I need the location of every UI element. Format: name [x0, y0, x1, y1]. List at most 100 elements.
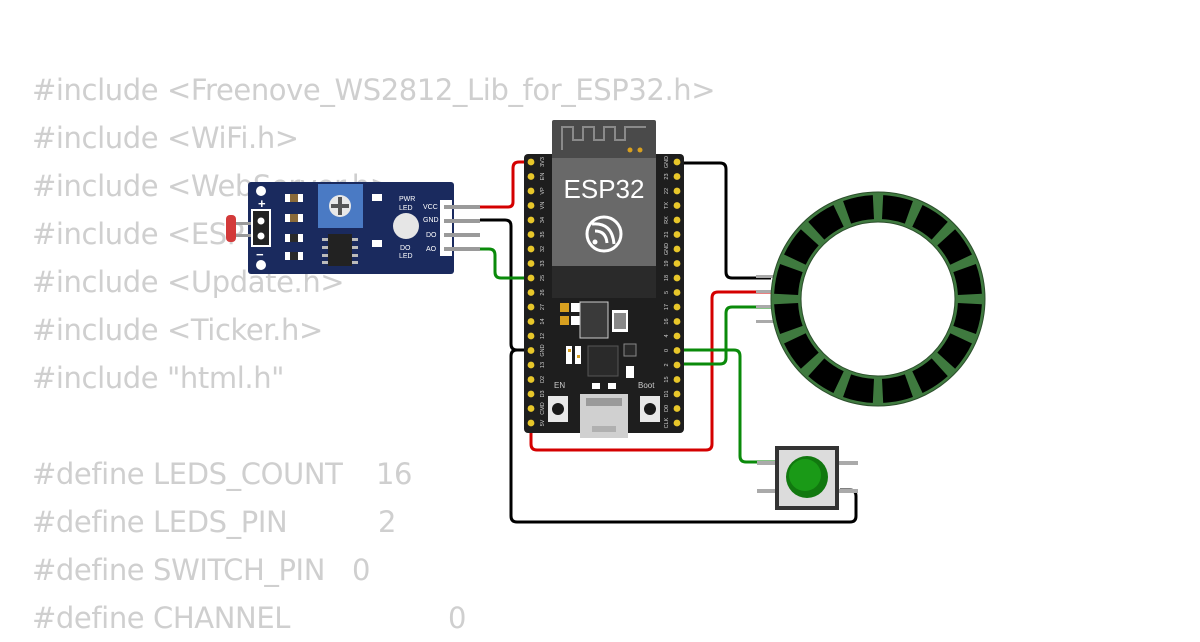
ring-leds: [774, 195, 982, 403]
esp32-pin-26[interactable]: [527, 289, 535, 296]
esp32-pin-label: 16: [664, 318, 670, 324]
esp32-pin-label: 33: [540, 260, 546, 266]
esp32-pin-15[interactable]: [673, 376, 681, 383]
esp32-pin-label: GND: [540, 344, 546, 356]
wire-sensor-gnd-to-esp-gnd[interactable]: [480, 218, 531, 352]
ring-led: [784, 333, 819, 369]
esp32-pin-19[interactable]: [673, 260, 681, 267]
esp32-pin-gnd[interactable]: [673, 158, 681, 166]
esp32-pin-2[interactable]: [673, 361, 681, 369]
esp32-pin-label: 34: [540, 217, 546, 223]
esp32-pin-13[interactable]: [527, 361, 535, 369]
push-button[interactable]: [757, 446, 858, 510]
code-text: #include <Ticker.h>: [32, 313, 323, 347]
define-name: #define CHANNEL: [32, 601, 291, 635]
esp32-pin-d3[interactable]: [527, 390, 535, 398]
comparator-chip: [328, 234, 352, 266]
esp32-pin-12[interactable]: [527, 332, 535, 340]
esp32-pin-rx[interactable]: [673, 216, 681, 224]
ring-pin-dout[interactable]: [756, 320, 776, 323]
esp32-pin-label: 23: [664, 173, 670, 179]
define-value: 0: [448, 601, 467, 635]
ring-led: [774, 264, 803, 296]
esp32-pin-34[interactable]: [527, 216, 535, 224]
esp32-pin-vp[interactable]: [527, 187, 535, 195]
esp32-pin-clk[interactable]: [673, 419, 681, 427]
esp32-pin-label: D2: [540, 376, 546, 383]
esp32-pin-tx[interactable]: [673, 202, 681, 209]
ring-pin-gnd[interactable]: [756, 275, 776, 278]
esp32-pin-32[interactable]: [527, 245, 535, 253]
code-text: #include <Update.h>: [32, 265, 345, 299]
usb-opening-icon: [592, 426, 616, 432]
sensor-pin-gnd-label: GND: [423, 217, 439, 224]
esp32-pin-14[interactable]: [527, 318, 535, 325]
ring-pin-din[interactable]: [756, 305, 776, 308]
push-button-leg-1: [757, 461, 777, 465]
photoresistor-sensor-module[interactable]: + − PWR LED DO LED VCC GND DO AO: [226, 182, 480, 274]
esp32-pin-17[interactable]: [673, 303, 681, 311]
sensor-minus-label: −: [256, 247, 264, 262]
esp32-pin-3v3[interactable]: [527, 158, 535, 166]
esp32-pin-0[interactable]: [673, 347, 681, 354]
esp32-pin-label: CLK: [664, 417, 670, 428]
esp32-pin-label: 35: [540, 231, 546, 237]
esp32-pin-33[interactable]: [527, 260, 535, 267]
esp32-pin-label: 0: [664, 349, 670, 352]
chip-pins: [322, 238, 358, 264]
esp32-pin-d0[interactable]: [673, 405, 681, 412]
ldr-header: [251, 209, 271, 247]
esp32-pin-22[interactable]: [673, 187, 681, 195]
esp32-pin-vn[interactable]: [527, 202, 535, 209]
esp32-devkit[interactable]: ESP32 3V3ENVPVN343532332526271412GND13D2…: [524, 120, 684, 438]
smd-part-1: [372, 194, 382, 201]
define-value: 16: [376, 457, 413, 491]
esp32-pin-21[interactable]: [673, 231, 681, 238]
esp32-pin-label: CMD: [540, 402, 546, 415]
sensor-header-pins[interactable]: [444, 205, 480, 251]
esp32-pin-23[interactable]: [673, 173, 681, 180]
esp32-pin-gnd[interactable]: [527, 347, 535, 354]
esp32-pin-27[interactable]: [527, 303, 535, 311]
esp32-pin-35[interactable]: [527, 231, 535, 238]
antenna-dot-1: [627, 147, 633, 153]
esp32-pin-cmd[interactable]: [527, 405, 535, 412]
wire-gpio2-to-ring-din[interactable]: [678, 305, 771, 366]
wire-sensor-ao-to-gpio25[interactable]: [480, 247, 531, 280]
esp32-left-header[interactable]: 3V3ENVPVN343532332526271412GND13D2D3CMD5…: [527, 157, 546, 427]
esp32-pin-18[interactable]: [673, 274, 681, 282]
wire-esp-gnd-to-ring-gnd[interactable]: [678, 161, 771, 280]
esp32-pin-5[interactable]: [673, 289, 681, 296]
esp32-pin-label: 27: [540, 304, 546, 310]
code-include-line: #include <Freenove_WS2812_Lib_for_ESP32.…: [32, 66, 716, 114]
ring-pcb: [771, 192, 985, 406]
esp32-pin-label: 18: [664, 275, 670, 281]
do-led-label-2: LED: [399, 253, 413, 260]
neopixel-ring-16[interactable]: [756, 191, 986, 407]
esp32-pin-16[interactable]: [673, 318, 681, 325]
esp32-pin-5v[interactable]: [527, 419, 535, 427]
ring-pin-vcc[interactable]: [756, 290, 776, 293]
wire-5v-to-ring-vcc[interactable]: [529, 290, 771, 452]
smd-part-2: [372, 240, 382, 247]
sensor-pin-vcc-label: VCC: [423, 204, 438, 211]
ring-led: [843, 374, 875, 403]
esp32-pin-en[interactable]: [527, 173, 535, 180]
esp32-pin-4[interactable]: [673, 332, 681, 340]
wire-gpio0-to-button[interactable]: [678, 348, 776, 464]
esp32-pin-d1[interactable]: [673, 390, 681, 398]
esp32-pin-gnd[interactable]: [673, 245, 681, 253]
wire-sensor-vcc-to-3v3[interactable]: [480, 160, 531, 209]
pwr-led-label-2: LED: [399, 205, 413, 212]
esp32-pin-label: 4: [664, 334, 670, 337]
esp32-pin-d2[interactable]: [527, 376, 535, 383]
code-text: #include "html.h": [32, 361, 285, 395]
esp32-pin-25[interactable]: [527, 274, 535, 282]
esp32-pin-label: RX: [664, 216, 670, 224]
mount-hole-bottom-icon: [256, 260, 266, 270]
